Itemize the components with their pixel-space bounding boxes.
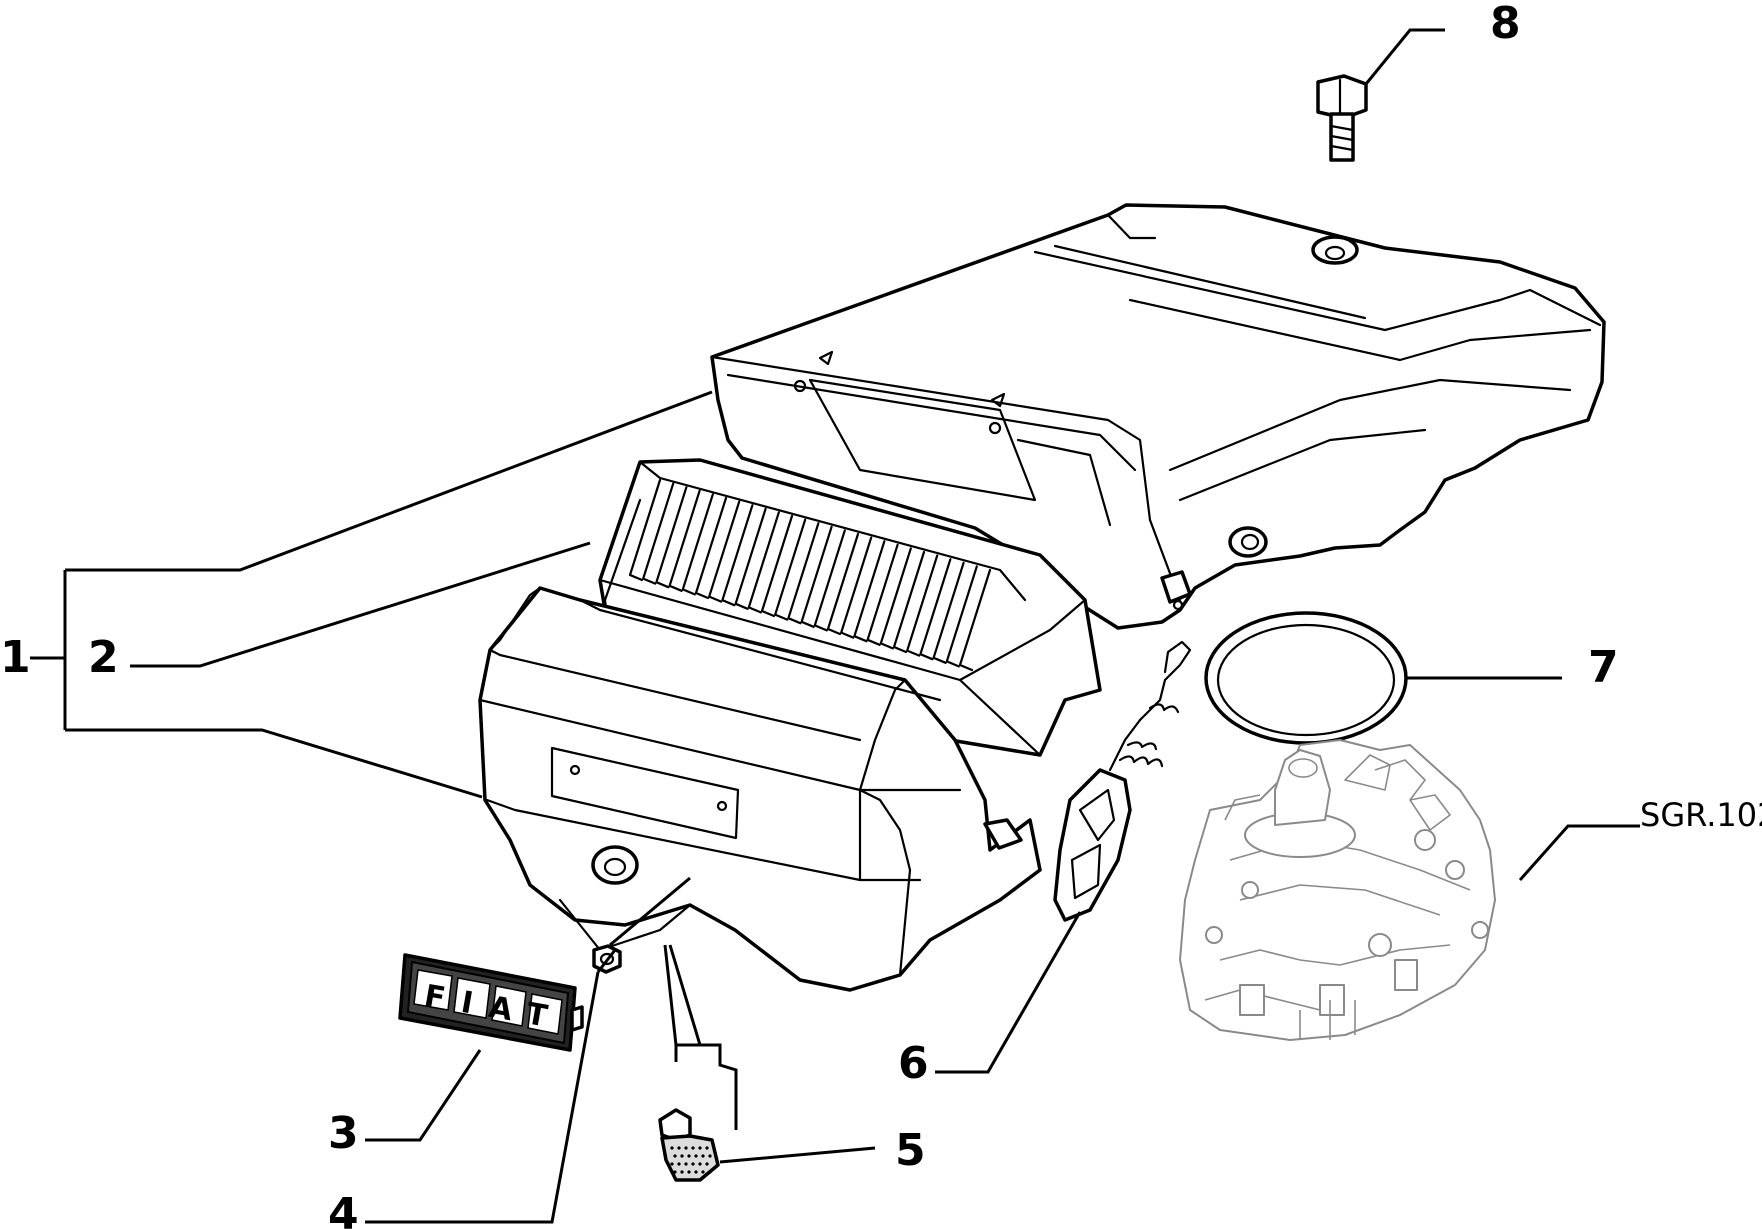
air-cleaner-lower-housing bbox=[478, 586, 1042, 992]
callout-4: 4 bbox=[328, 1189, 359, 1229]
bolt-part bbox=[1316, 74, 1368, 162]
valve-mesh-dot bbox=[673, 1170, 677, 1174]
leader-1-bracket bbox=[30, 390, 713, 799]
fiat-badge-part: FIAT bbox=[398, 953, 584, 1052]
filter-pleat bbox=[919, 558, 952, 661]
leader-lines bbox=[30, 28, 1640, 1224]
filter-pleat bbox=[721, 504, 754, 607]
valve-mesh-dot bbox=[673, 1154, 677, 1158]
valve-mesh-dot bbox=[701, 1170, 705, 1174]
leader-8 bbox=[1364, 28, 1445, 85]
valve-mesh-dot bbox=[694, 1154, 698, 1158]
filter-pleat bbox=[708, 500, 741, 603]
filter-pleat bbox=[866, 543, 899, 646]
valve-mesh-dot bbox=[708, 1154, 712, 1158]
filter-pleat bbox=[800, 525, 833, 628]
leader-5-bracket bbox=[663, 944, 738, 1130]
leader-ref bbox=[1518, 824, 1640, 881]
leader-4-hidden bbox=[596, 876, 691, 973]
callout-2: 2 bbox=[88, 632, 119, 683]
filter-pleat bbox=[760, 514, 794, 618]
callout-5: 5 bbox=[895, 1125, 926, 1176]
filter-pleat bbox=[747, 511, 780, 614]
filter-pleat bbox=[906, 554, 939, 657]
filter-pleat bbox=[694, 496, 728, 600]
valve-mesh-dot bbox=[708, 1170, 712, 1174]
valve-mesh-dot bbox=[677, 1162, 681, 1166]
filter-pleat bbox=[668, 489, 701, 592]
valve-mesh-dot bbox=[698, 1146, 702, 1150]
valve-mesh-dot bbox=[701, 1154, 705, 1158]
valve-mesh-dot bbox=[691, 1146, 695, 1150]
leader-6 bbox=[935, 911, 1082, 1074]
filter-pleat bbox=[853, 540, 886, 643]
valve-mesh-dot bbox=[705, 1146, 709, 1150]
callout-8: 8 bbox=[1490, 0, 1521, 49]
valve-mesh-dot bbox=[684, 1162, 688, 1166]
valve-mesh-dot bbox=[687, 1170, 691, 1174]
filter-pleat bbox=[787, 522, 820, 625]
filter-pleat bbox=[734, 507, 767, 610]
filter-pleat bbox=[945, 565, 978, 668]
reference-code: SGR.10226 bbox=[1640, 796, 1762, 834]
filter-pleats bbox=[628, 478, 992, 672]
filter-pleat bbox=[681, 493, 714, 596]
leader-2 bbox=[130, 541, 591, 668]
valve-mesh-dot bbox=[677, 1146, 681, 1150]
valve-mesh-dot bbox=[684, 1146, 688, 1150]
air-filter-element bbox=[598, 458, 1102, 757]
valve-mesh-dot bbox=[680, 1170, 684, 1174]
filter-pleat bbox=[826, 532, 860, 636]
valve-mesh-dot bbox=[680, 1154, 684, 1158]
retaining-strap-part bbox=[1053, 640, 1192, 922]
filter-pleat bbox=[932, 561, 965, 664]
filter-pleat bbox=[892, 550, 926, 654]
leader-3 bbox=[365, 1049, 482, 1142]
drain-valve-part bbox=[658, 1108, 720, 1182]
valve-mesh-dot bbox=[670, 1162, 674, 1166]
callout-6: 6 bbox=[898, 1038, 929, 1089]
valve-mesh-dot bbox=[670, 1146, 674, 1150]
leader-4 bbox=[365, 971, 600, 1224]
filter-pleat bbox=[655, 486, 688, 589]
valve-mesh-dot bbox=[705, 1162, 709, 1166]
valve-mesh-texture bbox=[670, 1146, 712, 1174]
callout-3: 3 bbox=[328, 1108, 359, 1159]
valve-mesh-dot bbox=[687, 1154, 691, 1158]
valve-mesh-dot bbox=[698, 1162, 702, 1166]
callout-1: 1 bbox=[0, 632, 31, 683]
filter-pleat bbox=[628, 478, 662, 582]
filter-pleat bbox=[813, 529, 846, 632]
filter-pleat bbox=[840, 536, 873, 639]
carburettor-reference bbox=[1179, 739, 1496, 1041]
filter-pleat bbox=[774, 518, 807, 621]
seal-ring-part bbox=[1204, 611, 1408, 745]
filter-pleat bbox=[879, 547, 912, 650]
leader-5 bbox=[719, 1146, 876, 1164]
valve-mesh-dot bbox=[694, 1170, 698, 1174]
valve-mesh-dot bbox=[691, 1162, 695, 1166]
filter-pleat bbox=[642, 482, 675, 585]
filter-pleat bbox=[958, 568, 992, 672]
callout-7: 7 bbox=[1588, 642, 1619, 693]
